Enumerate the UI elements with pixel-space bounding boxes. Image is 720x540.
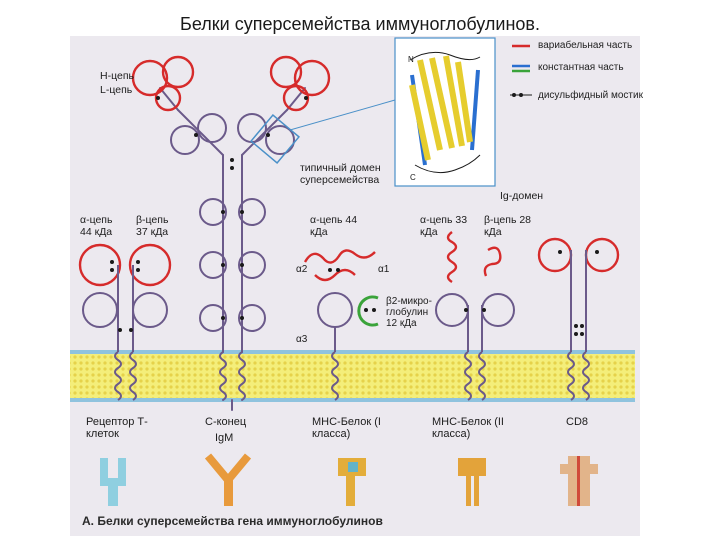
mhc2-beta-label: β-цепь 28 кДа [484,214,532,238]
igm-vl-domain-right [269,55,303,89]
igm-c-end-label: С-конец [205,416,247,428]
igm-vh-domain-right [293,59,331,97]
mhc1-a3-label: α3 [296,334,308,345]
cell-membrane [70,350,635,402]
mhc1-a2-label: α2 [296,264,308,275]
igm-label: IgM [215,432,234,444]
legend-variable-label: вариабельная часть [538,40,633,51]
cd8-label: CD8 [566,416,589,428]
mhc-class-2 [435,231,515,401]
igm-vl-domain-left [161,55,195,89]
icon-mhc1 [338,458,366,506]
tcr-bottom-label: Рецептор Т-клеток [86,416,148,440]
ig-domain-inset: N C [394,37,496,187]
diagram-background [70,36,640,536]
cd8-molecule [537,237,620,401]
igm-molecule [131,55,396,411]
icon-igm [204,453,252,506]
inset-letter-c: C [410,173,416,182]
legend-swatches [510,44,532,97]
legend-disulfide-label: дисульфидный мостик [538,90,643,101]
t-cell-receptor [78,243,172,401]
icon-cd8 [560,456,598,506]
figure-caption: А. Белки суперсемейства гена иммуноглобу… [82,514,383,528]
typical-domain-label: типичный домен суперсемейства [300,162,381,186]
tcr-alpha-label: α-цепь 44 кДа [80,214,113,238]
mhc1-alpha-label: α-цепь 44 кДа [310,214,358,238]
inset-letter-n: N [408,55,414,64]
b2m-label: β2-микро-глобулин 12 кДа [386,296,432,329]
mhc1-a1-label: α1 [378,264,390,275]
icon-tcr [100,458,126,506]
ig-domain-label: Ig-домен [500,190,544,202]
igm-vh-domain-left [131,59,169,97]
legend-constant-label: константная часть [538,62,624,73]
h-chain-label: Н-цепь [100,70,134,82]
mhc2-alpha-label: α-цепь 33 кДа [420,214,468,238]
tcr-beta-label: β-цепь 37 кДа [136,214,169,238]
typical-domain-highlight [249,113,301,165]
mhc-class-1 [303,249,379,401]
mhc1-bottom-label: МНС-Белок (I класса) [312,416,381,440]
icon-mhc2 [458,458,486,506]
mhc2-bottom-label: МНС-Белок (II класса) [432,416,504,440]
page-title: Белки суперсемейства иммуноглобулинов. [180,14,540,34]
l-chain-label: L-цепь [100,84,133,96]
